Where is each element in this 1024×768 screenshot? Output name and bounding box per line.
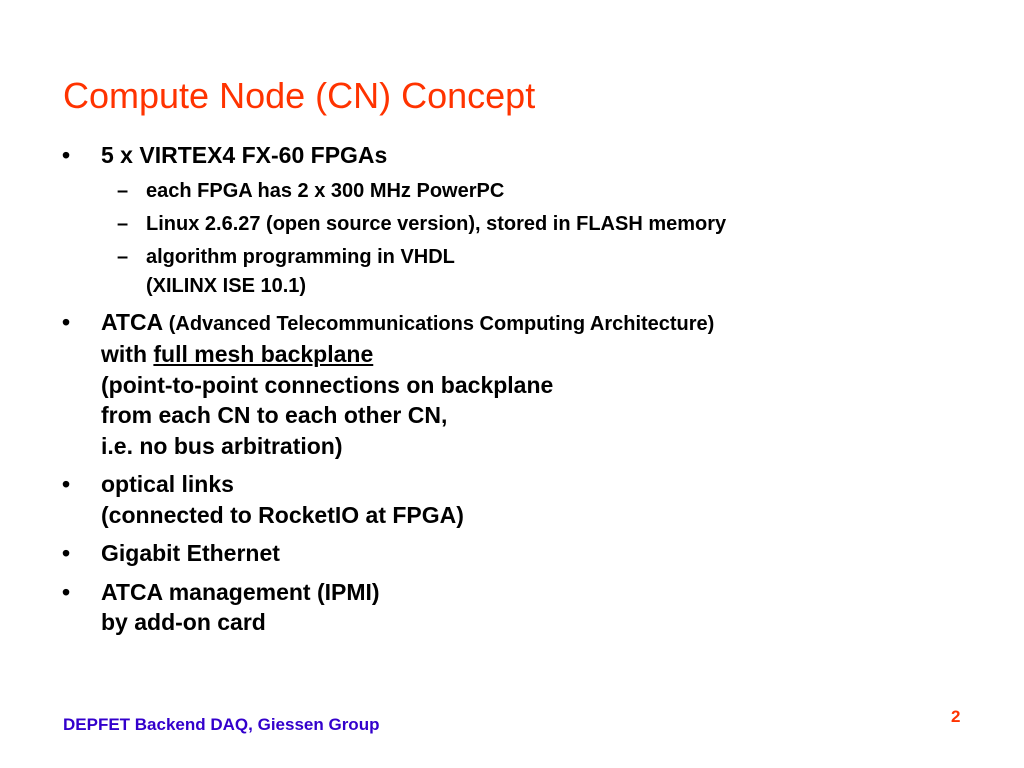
bullet-text: with xyxy=(101,341,147,367)
bullet-text: 5 x VIRTEX4 FX-60 FPGAs xyxy=(101,142,388,168)
bullet-glyph: • xyxy=(62,471,71,497)
bullet-text: from each CN to each other CN, xyxy=(101,402,448,428)
slide-title: Compute Node (CN) Concept xyxy=(63,75,536,116)
page-number: 2 xyxy=(951,707,961,726)
bullet-text: by add-on card xyxy=(101,609,266,635)
bullet-item: • 5 x VIRTEX4 FX-60 FPGAs – each FPGA ha… xyxy=(62,140,992,301)
bullet-glyph: • xyxy=(62,308,71,335)
bullet-item: • optical links (connected to RocketIO a… xyxy=(62,469,992,530)
bullet-text: i.e. no bus arbitration) xyxy=(101,432,343,459)
sub-bullet-item: – algorithm programming in VHDL (XILINX … xyxy=(101,243,992,301)
bullet-paren-text: (Advanced Telecommunications Computing A… xyxy=(168,312,715,335)
dash-glyph: – xyxy=(117,212,129,235)
sub-bullet-list: – each FPGA has 2 x 300 MHz PowerPC – Li… xyxy=(101,177,992,301)
bullet-item: • ATCA management (IPMI) by add-on card xyxy=(62,577,992,638)
bullet-text: ATCA management (IPMI) xyxy=(101,578,380,605)
bullet-lead: ATCA xyxy=(101,308,163,335)
bullet-line: with full mesh backplane xyxy=(101,339,992,370)
dash-glyph: – xyxy=(117,179,129,202)
sub-bullet-item: – each FPGA has 2 x 300 MHz PowerPC xyxy=(101,177,992,206)
sub-bullet-text: algorithm programming in VHDL xyxy=(146,245,455,268)
bullet-text: optical links xyxy=(101,471,234,497)
bullet-glyph: • xyxy=(62,540,71,566)
sub-bullet-item: – Linux 2.6.27 (open source version), st… xyxy=(101,210,992,239)
bullet-text: (point-to-point connections on backplane xyxy=(101,371,554,398)
bullet-glyph: • xyxy=(62,578,71,605)
underlined-text: full mesh backplane xyxy=(153,341,374,367)
bullet-glyph: • xyxy=(62,142,71,168)
bullet-line: ATCA (Advanced Telecommunications Comput… xyxy=(101,307,992,340)
slide-body: • 5 x VIRTEX4 FX-60 FPGAs – each FPGA ha… xyxy=(62,140,992,646)
bullet-text: Gigabit Ethernet xyxy=(101,540,280,566)
dash-glyph: – xyxy=(117,245,129,268)
sub-bullet-text: Linux 2.6.27 (open source version), stor… xyxy=(146,212,727,235)
bullet-item: • ATCA (Advanced Telecommunications Comp… xyxy=(62,307,992,462)
sub-bullet-text: (XILINX ISE 10.1) xyxy=(146,274,307,297)
bullet-text: (connected to RocketIO at FPGA) xyxy=(101,501,464,528)
bullet-item: • Gigabit Ethernet xyxy=(62,538,992,569)
footer-text: DEPFET Backend DAQ, Giessen Group xyxy=(63,715,380,734)
sub-bullet-text: each FPGA has 2 x 300 MHz PowerPC xyxy=(146,179,505,202)
